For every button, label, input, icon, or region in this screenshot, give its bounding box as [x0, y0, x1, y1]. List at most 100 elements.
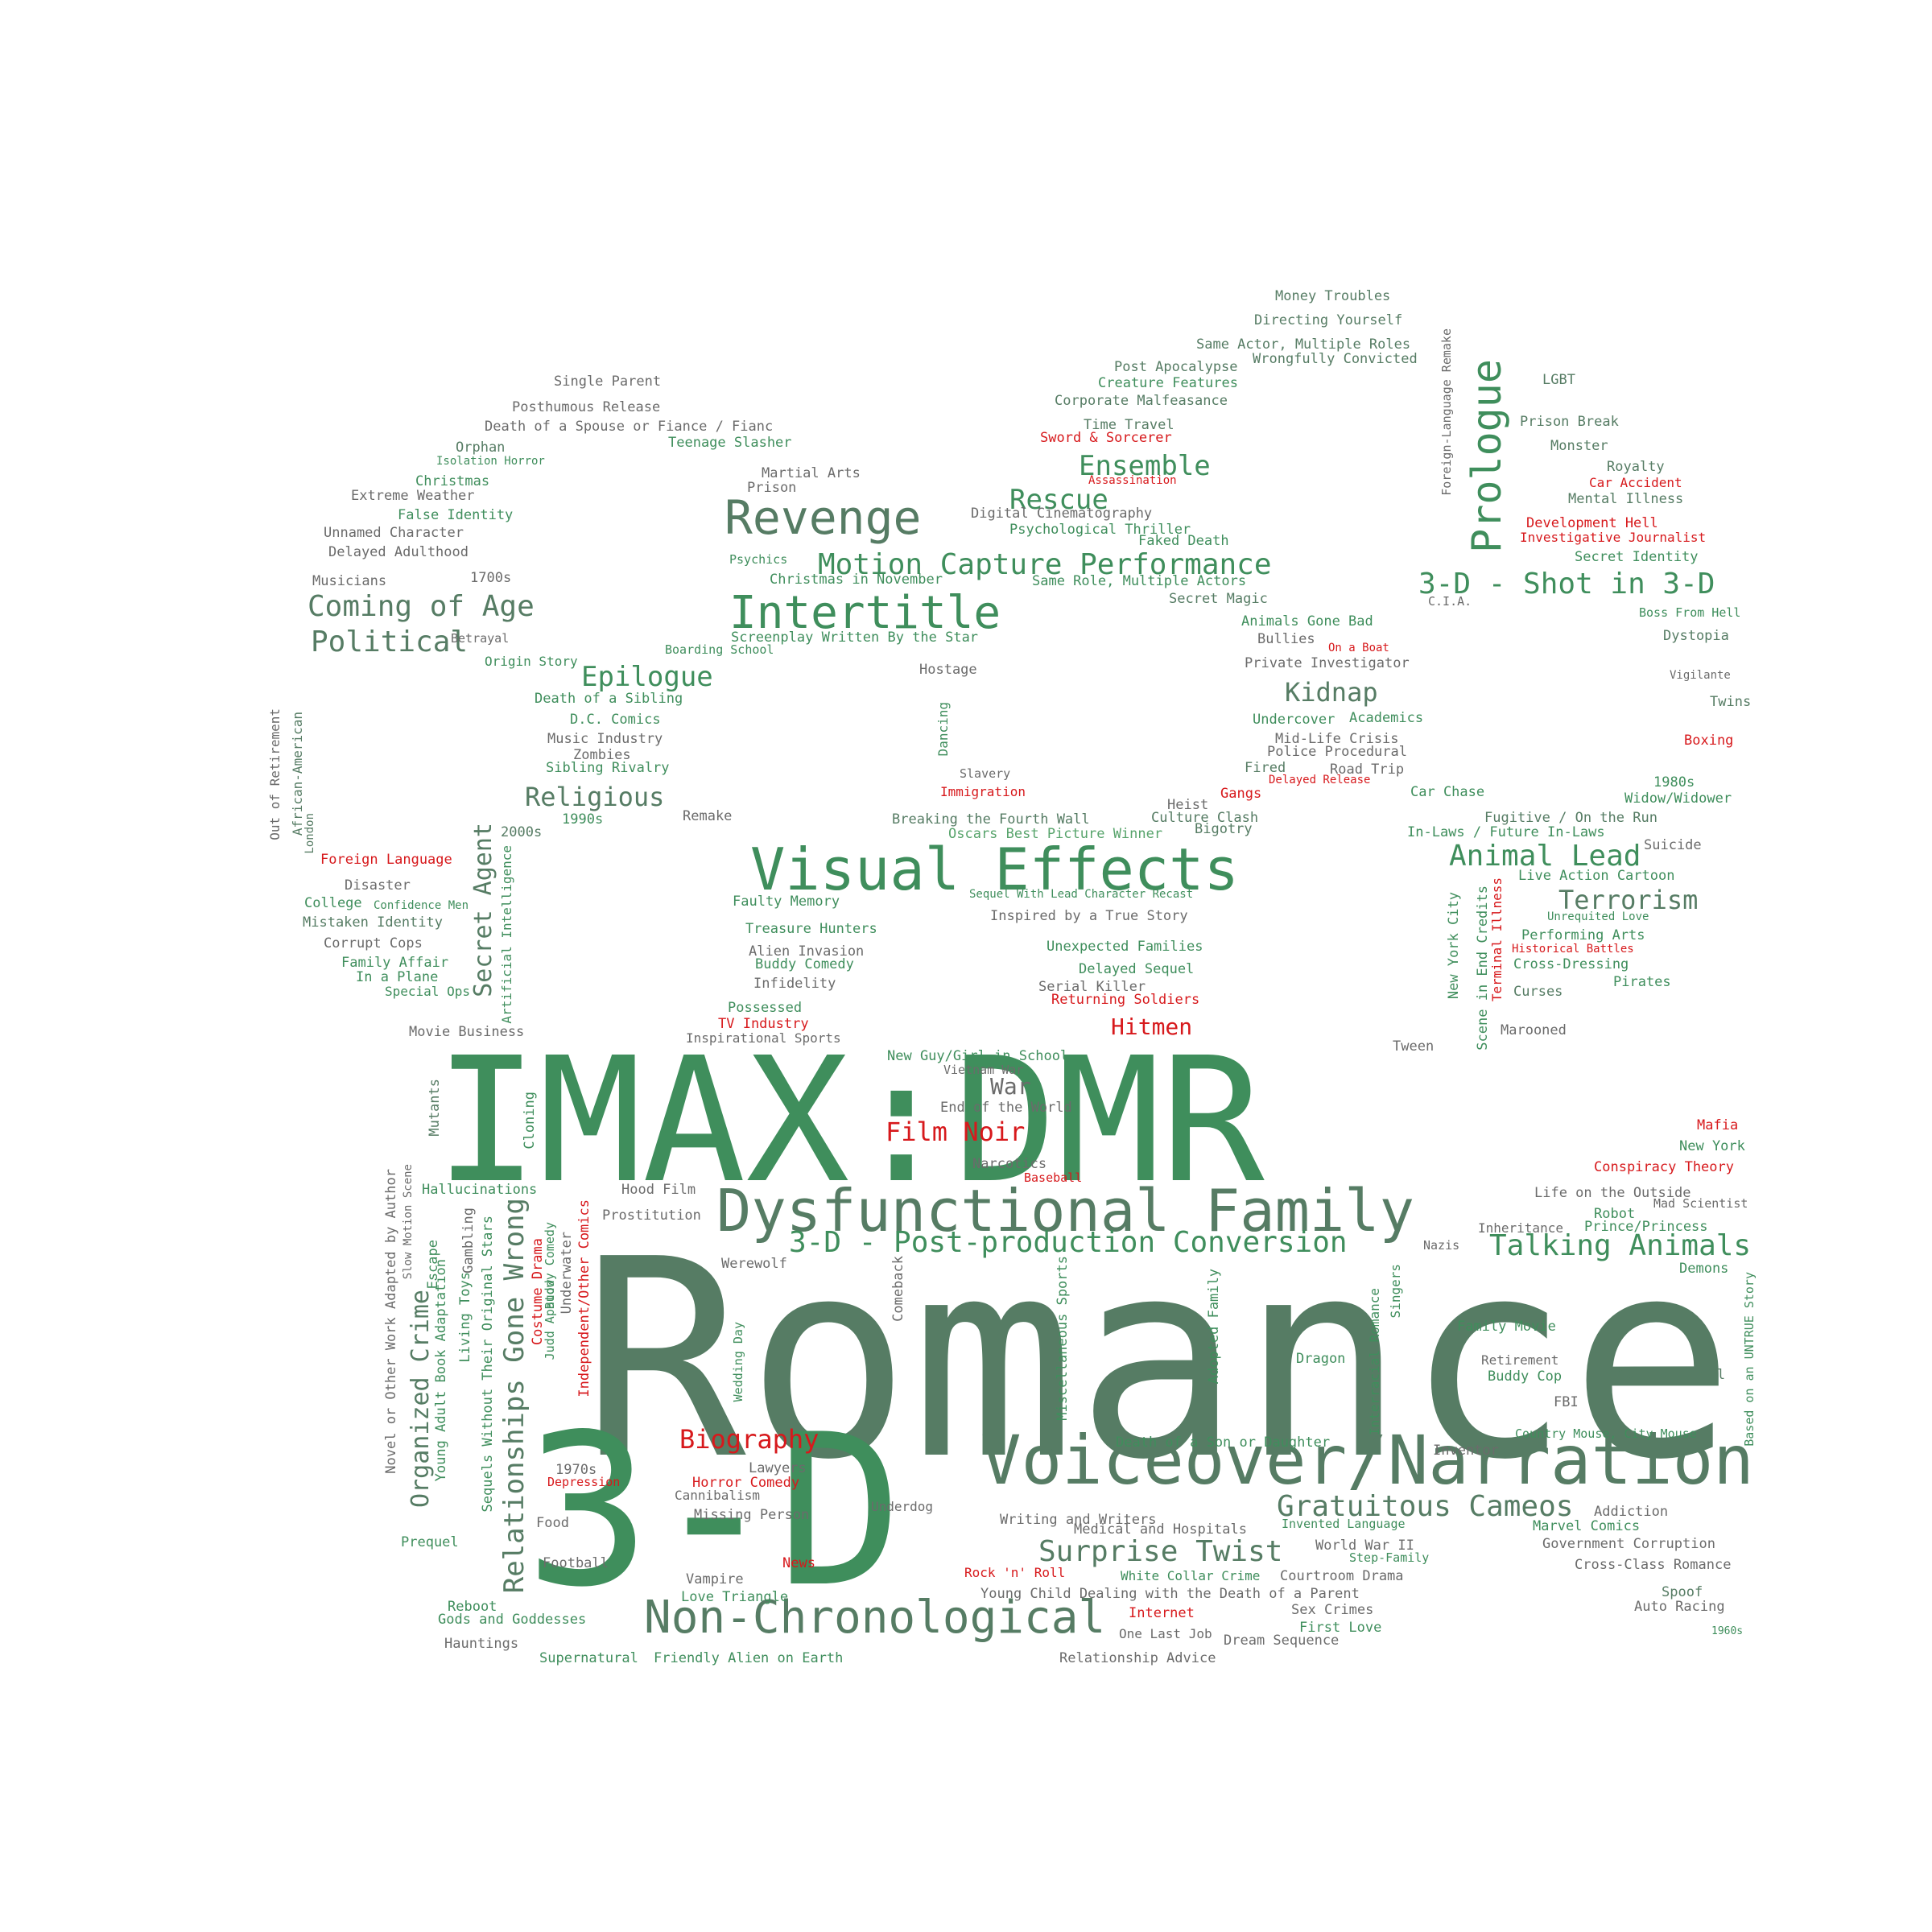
word-240: Underwater: [559, 1232, 575, 1315]
word-82: Investigative Journalist: [1520, 530, 1707, 545]
word-97: Posthumous Release: [512, 399, 661, 415]
word-72: Curses: [1513, 984, 1563, 1000]
word-131: African-American: [290, 712, 305, 836]
word-17: Terrorism: [1558, 885, 1699, 915]
word-235: Living Toys: [457, 1272, 473, 1363]
word-13: Talking Animals: [1489, 1229, 1752, 1262]
word-14: Gratuitous Cameos: [1277, 1490, 1574, 1523]
word-186: Death of a Son or Daughter: [1116, 1435, 1331, 1451]
word-245: Adopted Family: [1206, 1269, 1222, 1385]
word-181: Good vs. Evil: [1618, 1367, 1726, 1383]
word-84: C.I.A.: [1428, 594, 1472, 609]
word-63: Fugitive / On the Run: [1484, 810, 1657, 826]
word-61: Bigotry: [1195, 821, 1253, 837]
word-7: Revenge: [724, 490, 922, 545]
word-19: Political: [311, 625, 469, 658]
word-215: Love Triangle: [681, 1589, 789, 1605]
word-98: Death of a Spouse or Fiance / Fianc: [485, 419, 774, 435]
word-222: Cannibalism: [675, 1488, 760, 1503]
word-140: Corrupt Cops: [324, 935, 423, 952]
word-155: Possessed: [728, 1000, 803, 1016]
word-239: Buddy Comedy: [543, 1222, 557, 1310]
word-102: Martial Arts: [762, 465, 861, 481]
word-88: Twins: [1710, 694, 1752, 710]
word-106: False Identity: [398, 507, 514, 523]
word-67: Unrequited Love: [1547, 910, 1649, 923]
word-185: Based on an UNTRUE Story: [1742, 1272, 1757, 1447]
word-11: 3-D - Shot in 3-D: [1418, 568, 1715, 601]
word-114: Screenplay Written By the Star: [731, 630, 979, 646]
word-91: Widow/Widower: [1624, 791, 1732, 807]
word-38: Corporate Malfeasance: [1055, 393, 1228, 409]
word-87: Vigilante: [1670, 669, 1731, 682]
word-113: Betrayal: [451, 631, 510, 646]
word-115: Boarding School: [665, 642, 774, 657]
word-205: First Love: [1299, 1620, 1382, 1636]
word-241: Independent/Other Comics: [576, 1199, 592, 1397]
word-57: Delayed Release: [1269, 774, 1371, 786]
word-154: Returning Soldiers: [1051, 992, 1200, 1008]
word-178: Family Movie: [1457, 1319, 1556, 1335]
word-116: Origin Story: [485, 654, 578, 669]
word-177: Demons: [1679, 1261, 1729, 1277]
word-110: Christmas in November: [770, 572, 943, 588]
word-123: Dancing: [935, 702, 951, 757]
word-56: Road Trip: [1330, 762, 1405, 778]
word-8: Intertitle: [729, 587, 1001, 639]
word-121: Zombies: [573, 747, 631, 763]
word-46: Secret Magic: [1169, 591, 1268, 607]
word-9: Prologue: [1463, 359, 1510, 553]
word-183: Dragon: [1296, 1351, 1346, 1367]
word-209: Relationship Advice: [1059, 1650, 1216, 1666]
word-122: Sibling Rivalry: [546, 760, 670, 776]
word-93: New York City: [1446, 892, 1462, 1000]
word-129: Oscars Best Picture Winner: [948, 826, 1163, 842]
word-152: Infidelity: [753, 976, 836, 992]
word-89: Boxing: [1684, 733, 1734, 749]
word-74: Tween: [1393, 1038, 1435, 1055]
word-107: Unnamed Character: [324, 525, 464, 541]
word-103: Prison: [747, 480, 797, 496]
word-47: Animals Gone Bad: [1241, 613, 1373, 630]
word-95: Terminal Illness: [1489, 877, 1505, 1002]
word-189: Invented Language: [1282, 1517, 1406, 1531]
word-142: In a Plane: [356, 969, 439, 985]
word-197: White Collar Crime: [1121, 1568, 1261, 1583]
word-29: Secret Agent: [469, 823, 497, 997]
word-80: Mental Illness: [1568, 491, 1684, 507]
word-137: College: [304, 895, 362, 911]
word-5: Voiceover/Narration: [980, 1421, 1754, 1500]
word-118: Death of a Sibling: [535, 691, 683, 707]
word-45: Same Role, Multiple Actors: [1032, 573, 1247, 589]
word-163: Baseball: [1024, 1170, 1083, 1185]
word-108: Delayed Adulthood: [328, 544, 469, 560]
word-133: 2000s: [501, 824, 543, 840]
word-65: Suicide: [1644, 837, 1702, 853]
word-219: Missing Person: [694, 1507, 810, 1523]
word-28: War: [990, 1073, 1031, 1100]
word-68: Performing Arts: [1521, 927, 1645, 943]
word-33: Directing Yourself: [1254, 312, 1403, 328]
word-0: Romance: [581, 1201, 1735, 1520]
word-134: Foreign Language: [320, 852, 452, 868]
word-141: Family Affair: [341, 955, 449, 971]
word-16: Animal Lead: [1449, 840, 1641, 873]
word-64: In-Laws / Future In-Laws: [1407, 824, 1605, 840]
word-43: Psychological Thriller: [1009, 522, 1191, 538]
word-26: Film Noir: [886, 1117, 1026, 1147]
word-42: Digital Cinematography: [971, 506, 1153, 522]
word-101: Isolation Horror: [436, 455, 545, 468]
word-194: Cross-Class Romance: [1575, 1557, 1732, 1573]
word-196: Medical and Hospitals: [1074, 1521, 1247, 1538]
word-206: One Last Job: [1119, 1626, 1212, 1641]
word-180: Buddy Cop: [1488, 1368, 1563, 1385]
word-10: Motion Capture Performance: [818, 548, 1272, 581]
word-169: New York: [1679, 1138, 1745, 1154]
word-167: Werewolf: [721, 1256, 787, 1272]
word-161: End of the World: [940, 1100, 1072, 1116]
word-138: Confidence Men: [374, 899, 469, 912]
word-54: Police Procedural: [1267, 744, 1407, 760]
word-201: Sex Crimes: [1291, 1602, 1374, 1618]
word-90: 1980s: [1653, 774, 1695, 791]
